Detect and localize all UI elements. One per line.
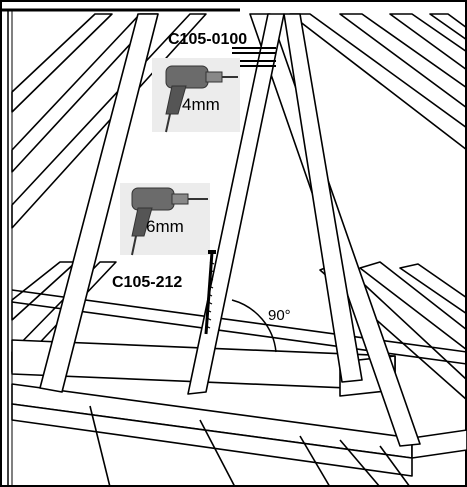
right-hip-rafter-2 bbox=[339, 13, 467, 109]
angle-label: 90° bbox=[268, 307, 291, 324]
left-hip-rafter-1 bbox=[11, 13, 113, 113]
under-rafter-5 bbox=[89, 405, 111, 487]
right-jack-rafter-3 bbox=[399, 263, 467, 315]
fascia-end bbox=[411, 429, 467, 459]
truss-inner-left bbox=[187, 13, 285, 395]
under-rafter-1 bbox=[299, 435, 331, 487]
fascia-lower bbox=[11, 403, 413, 477]
truss-left-rafter bbox=[39, 13, 159, 393]
drill-size-label-4mm: 4mm bbox=[182, 95, 220, 114]
under-rafter-2 bbox=[339, 439, 381, 487]
part-label-short-screw: C105-0100 bbox=[168, 31, 247, 48]
plate-line-upper bbox=[11, 289, 467, 353]
screw-long-icon bbox=[204, 250, 216, 335]
plate-line-upper-2 bbox=[11, 301, 467, 365]
truss-inner-right bbox=[283, 13, 363, 383]
drill-icon bbox=[131, 187, 208, 256]
right-hip-rafter-3 bbox=[389, 13, 467, 71]
under-rafter-4 bbox=[199, 419, 236, 487]
drill-6mm: 6mm bbox=[120, 183, 210, 256]
drill-4mm: 4mm bbox=[152, 58, 240, 133]
right-hip-rafter-4 bbox=[429, 13, 467, 41]
under-rafter-3 bbox=[379, 445, 411, 487]
angle-arc bbox=[231, 299, 277, 353]
drill-icon bbox=[165, 65, 238, 133]
right-jack-rafter-2 bbox=[359, 261, 467, 351]
right-hip-rafter-1 bbox=[289, 13, 467, 151]
part-label-long-screw: C105-212 bbox=[112, 274, 182, 291]
drill-size-label-6mm: 6mm bbox=[146, 217, 184, 236]
roof-structure bbox=[11, 13, 467, 487]
